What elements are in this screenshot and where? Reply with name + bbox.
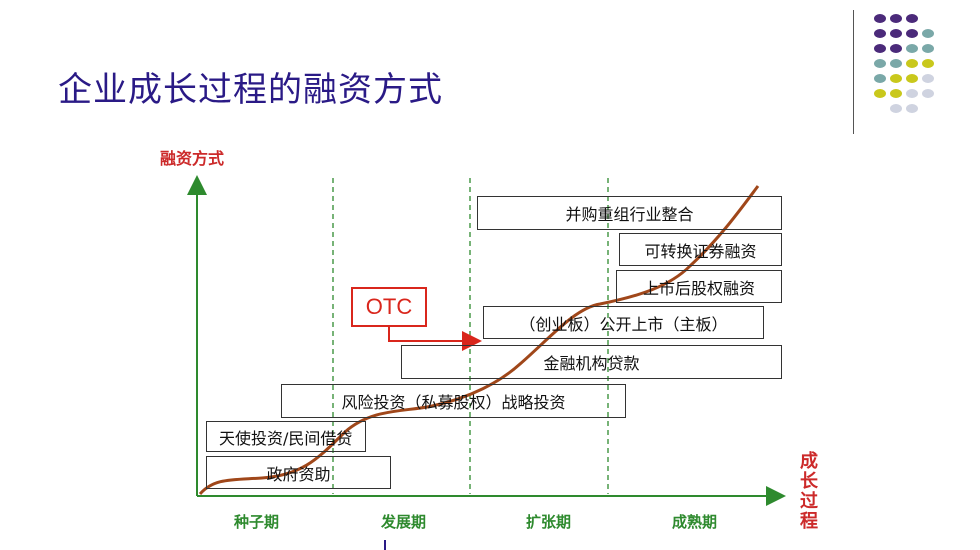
decorative-dot: [874, 89, 886, 98]
title-divider: [853, 10, 854, 134]
decorative-dot: [890, 74, 902, 83]
decorative-dot: [922, 89, 934, 98]
decorative-dot: [890, 104, 902, 113]
decorative-dot: [890, 14, 902, 23]
y-axis-label: 融资方式: [160, 149, 225, 168]
decorative-dot: [874, 59, 886, 68]
decorative-dot: [890, 44, 902, 53]
stage-maturity: 成熟期: [672, 513, 718, 531]
decorative-dot: [906, 74, 918, 83]
x-axis-label-char: 程: [800, 511, 818, 532]
decorative-dot: [874, 29, 886, 38]
financing-box-convertible-securities: 可转换证券融资: [619, 233, 782, 266]
financing-box-government-grant: 政府资助: [206, 456, 391, 489]
x-axis-label: 成 长 过 程: [800, 452, 820, 532]
decorative-dot: [906, 89, 918, 98]
decorative-dot: [890, 89, 902, 98]
decorative-dot: [922, 59, 934, 68]
decorative-dot: [906, 29, 918, 38]
decorative-dot: [874, 74, 886, 83]
decorative-dot: [922, 44, 934, 53]
decorative-dot: [890, 29, 902, 38]
decorative-dot: [906, 59, 918, 68]
decorative-dot: [874, 44, 886, 53]
financing-box-post-ipo-equity: 上市后股权融资: [616, 270, 782, 303]
financing-box-mergers-acquisitions: 并购重组行业整合: [477, 196, 782, 230]
decorative-dot: [922, 74, 934, 83]
decorative-dot: [922, 29, 934, 38]
decorative-dot: [906, 14, 918, 23]
x-axis-label-char: 成: [800, 451, 818, 472]
decorative-dot: [874, 14, 886, 23]
stage-expansion: 扩张期: [526, 513, 572, 531]
otc-badge: OTC: [351, 287, 427, 327]
decorative-dot: [906, 104, 918, 113]
x-axis-label-char: 长: [800, 471, 818, 492]
stage-development: 发展期: [381, 513, 427, 531]
decorative-dot: [890, 59, 902, 68]
financing-box-ipo: （创业板）公开上市（主板）: [483, 306, 764, 339]
financing-box-angel-investment: 天使投资/民间借贷: [206, 421, 366, 452]
growth-curve: [198, 185, 760, 496]
stage-seed: 种子期: [234, 513, 280, 531]
x-axis-label-char: 过: [800, 491, 818, 512]
otc-arrow: [388, 327, 482, 351]
financing-box-venture-capital: 风险投资（私募股权）战略投资: [281, 384, 626, 418]
financing-box-bank-loans: 金融机构贷款: [401, 345, 782, 379]
page-title: 企业成长过程的融资方式: [58, 70, 443, 110]
decorative-dot: [906, 44, 918, 53]
